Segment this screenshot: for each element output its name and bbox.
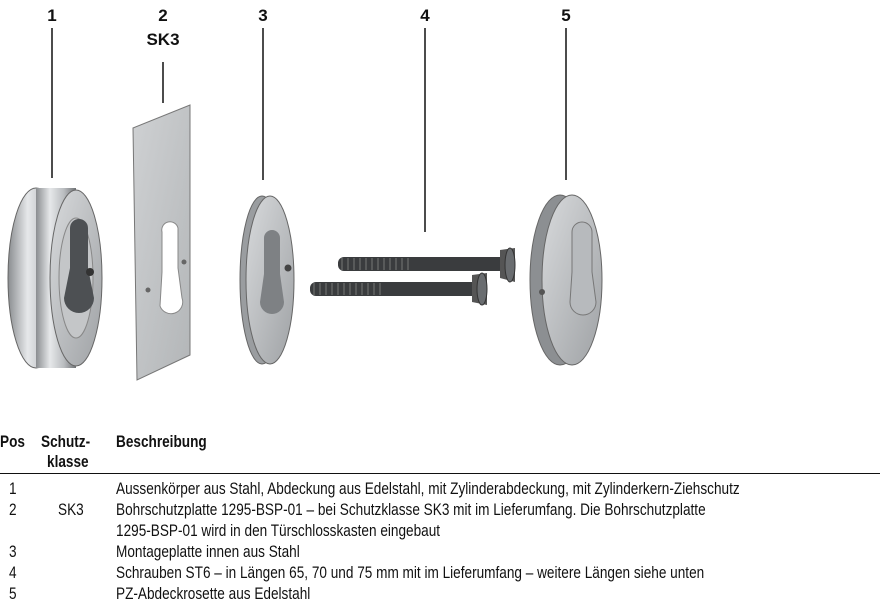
part-1-outer-body xyxy=(7,187,103,369)
label-pos-4: 4 xyxy=(420,6,430,25)
header-rule xyxy=(0,473,880,474)
label-pos-5: 5 xyxy=(561,6,571,25)
part-3-mounting-plate xyxy=(239,195,295,365)
header-description: Beschreibung xyxy=(116,432,207,451)
part-2-drill-protection-plate xyxy=(132,104,191,381)
part-5-cover-rosette xyxy=(529,194,603,366)
label-pos-3: 3 xyxy=(258,6,268,25)
header-class-2: klasse xyxy=(47,452,89,471)
label-pos-1: 1 xyxy=(47,6,57,25)
part-4-screws xyxy=(310,247,516,306)
label-pos-2-class: SK3 xyxy=(146,30,180,49)
header-class: Schutz- xyxy=(41,432,91,451)
leader-lines xyxy=(51,28,567,232)
exploded-parts-diagram xyxy=(7,28,603,381)
header-pos: Pos xyxy=(0,432,25,451)
label-pos-2: 2 xyxy=(158,6,168,25)
